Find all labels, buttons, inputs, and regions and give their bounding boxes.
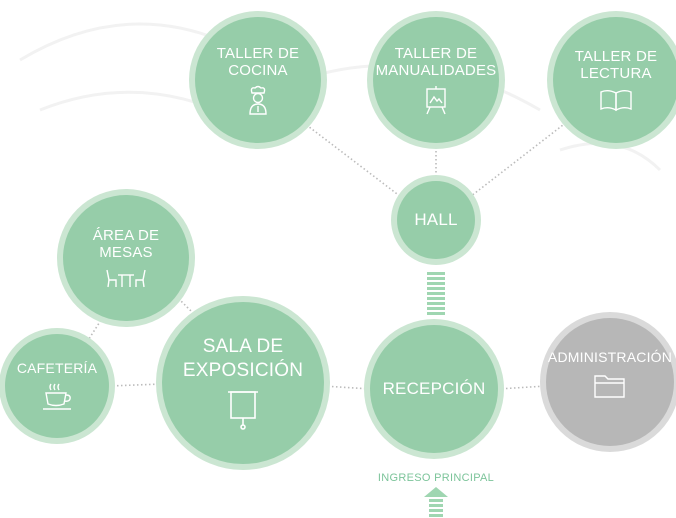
node-sala-exposicion[interactable]: SALA DE EXPOSICIÓN xyxy=(162,302,324,464)
label-line-1: SALA DE xyxy=(202,336,284,358)
node-taller-cocina-label: TALLER DE COCINA xyxy=(217,45,299,80)
stairs-icon xyxy=(427,272,445,315)
connector-mesas-sala xyxy=(169,289,199,319)
node-sala-exposicion-label: SALA DE EXPOSICIÓN xyxy=(183,335,303,383)
label-line-2: LECTURA xyxy=(580,65,652,82)
node-recepcion[interactable]: RECEPCIÓN xyxy=(370,325,498,453)
entrance-label: INGRESO PRINCIPAL xyxy=(377,472,495,484)
node-taller-manualidades[interactable]: TALLER DE MANUALIDADES xyxy=(373,17,499,143)
node-area-mesas-label: ÁREA DE MESAS xyxy=(93,227,159,262)
folder-icon xyxy=(594,375,625,398)
node-administracion[interactable]: ADMINISTRACIÓN xyxy=(546,318,674,446)
connector-lectura-hall xyxy=(465,117,573,201)
easel-icon xyxy=(426,86,446,115)
label-line-1: ÁREA DE xyxy=(92,226,160,244)
node-cafeteria-label: CAFETERÍA xyxy=(16,359,98,376)
node-hall-label: HALL xyxy=(414,210,458,230)
node-hall[interactable]: HALL xyxy=(397,181,475,259)
node-taller-manualidades-label: TALLER DE MANUALIDADES xyxy=(376,45,497,80)
node-area-mesas[interactable]: ÁREA DE MESAS xyxy=(63,195,189,321)
node-recepcion-label: RECEPCIÓN xyxy=(382,379,486,399)
node-taller-cocina[interactable]: TALLER DE COCINA xyxy=(195,17,321,143)
label-line-1: TALLER DE xyxy=(216,44,300,62)
node-cafeteria[interactable]: CAFETERÍA xyxy=(5,334,109,438)
connector-sala-recepcion xyxy=(323,385,371,390)
label-line-2: COCINA xyxy=(228,62,288,79)
label-line-2: MANUALIDADES xyxy=(375,62,497,79)
node-taller-lectura[interactable]: TALLER DE LECTURA xyxy=(553,17,676,143)
connector-recepcion-admin xyxy=(497,385,547,390)
connector-mesas-cafeteria xyxy=(86,316,104,343)
label-line-1: TALLER DE xyxy=(394,44,478,62)
connector-cafeteria-sala xyxy=(108,383,163,387)
chef-icon xyxy=(249,86,267,115)
node-administracion-label: ADMINISTRACIÓN xyxy=(547,348,673,365)
coffee-cup-icon xyxy=(43,383,71,410)
entrance-arrow-icon xyxy=(424,487,448,517)
table-chairs-icon xyxy=(106,270,146,288)
label-line-2: EXPOSICIÓN xyxy=(182,360,304,381)
node-taller-lectura-label: TALLER DE LECTURA xyxy=(575,48,657,83)
projector-screen-icon xyxy=(228,390,258,430)
label-line-2: MESAS xyxy=(99,244,153,261)
connector-cocina-hall xyxy=(299,119,406,201)
open-book-icon xyxy=(600,90,632,112)
label-line-1: TALLER DE xyxy=(574,47,658,65)
